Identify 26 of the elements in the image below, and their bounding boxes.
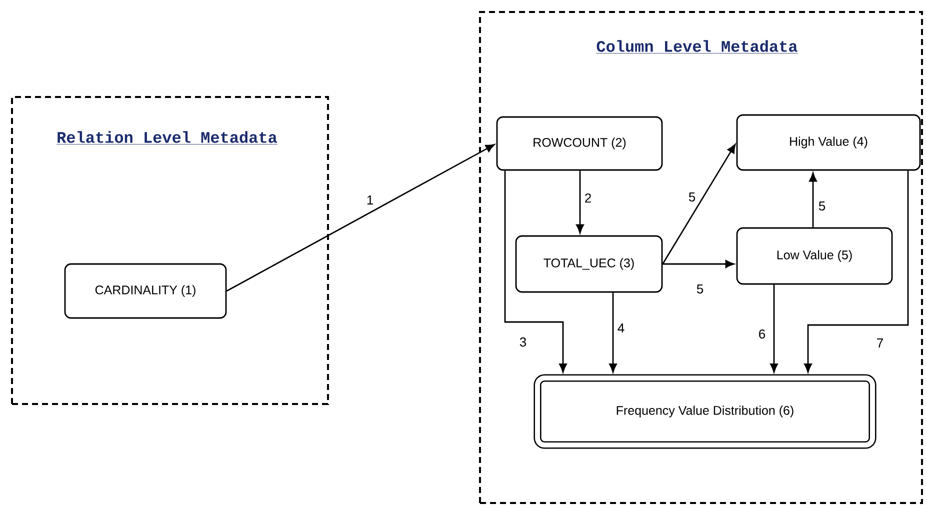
edge-label: 5 bbox=[695, 283, 705, 295]
edge-label: 3 bbox=[518, 336, 528, 348]
arrow bbox=[226, 144, 495, 292]
heading: Column Level Metadata bbox=[596, 40, 798, 54]
arrow bbox=[804, 170, 909, 373]
process-box: Low Value (5) bbox=[736, 227, 893, 285]
double-bordered-box: Frequency Value Distribution (6) bbox=[534, 374, 876, 449]
edge-label: 1 bbox=[365, 194, 375, 206]
edge-label: 5 bbox=[817, 200, 827, 212]
edge-label: 7 bbox=[875, 338, 885, 348]
arrow bbox=[809, 172, 817, 228]
arrow bbox=[504, 170, 567, 373]
arrow bbox=[609, 292, 617, 373]
process-box: CARDINALITY (1) bbox=[64, 263, 227, 319]
arrow bbox=[662, 260, 734, 268]
process-box: TOTAL_UEC (3) bbox=[515, 235, 663, 293]
process-box: ROWCOUNT (2) bbox=[496, 116, 663, 171]
heading: Relation Level Metadata bbox=[56, 131, 278, 144]
arrow bbox=[576, 170, 584, 234]
edge-label: 6 bbox=[757, 328, 767, 340]
edge-label: 2 bbox=[583, 192, 593, 204]
process-box: High Value (4) bbox=[736, 114, 921, 171]
arrow bbox=[662, 144, 736, 264]
arrow bbox=[770, 284, 778, 373]
edge-label: 4 bbox=[616, 322, 626, 334]
edge-label: 5 bbox=[687, 191, 697, 203]
